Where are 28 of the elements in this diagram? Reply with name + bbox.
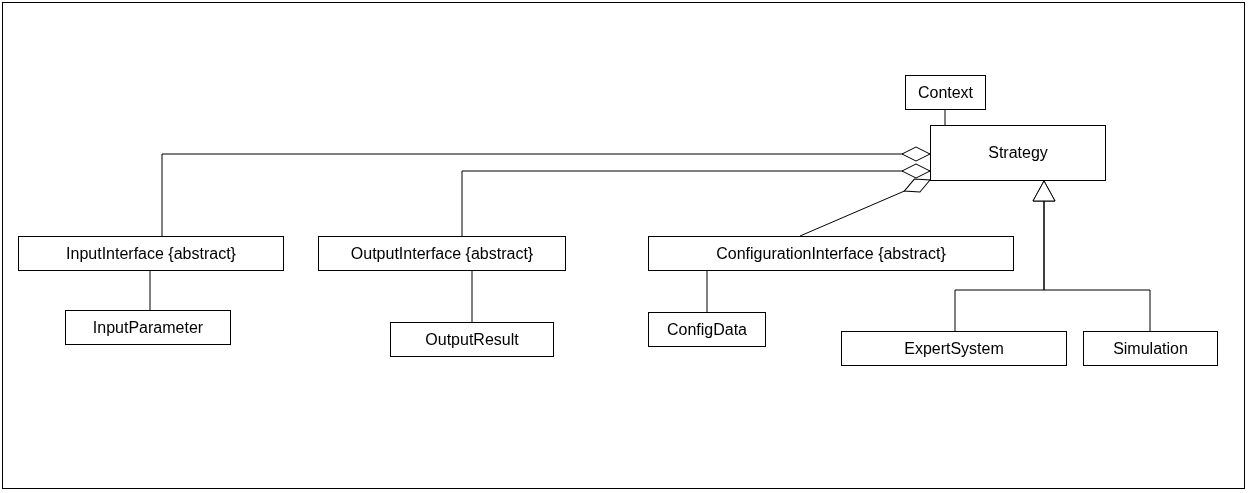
- class-box: [1083, 331, 1218, 366]
- class-name: OutputInterface {abstract}: [350, 244, 534, 263]
- class-name: Strategy: [988, 144, 1048, 162]
- association-line: [706, 270, 708, 313]
- class-name: InputInterface {abstract}: [66, 244, 236, 263]
- association-line: [149, 270, 151, 311]
- aggregation-line: [161, 146, 931, 237]
- class-name: OutputResult: [425, 330, 519, 349]
- class-name: ConfigData: [666, 320, 747, 339]
- class-box: [648, 312, 766, 347]
- class-box: [65, 310, 231, 345]
- class-box: [648, 236, 1014, 271]
- aggregation-line: [461, 163, 931, 237]
- aggregation-line: [799, 178, 931, 237]
- class-box: [390, 322, 554, 357]
- class-box: [18, 236, 284, 271]
- class-box: [905, 75, 986, 110]
- class-box: [318, 236, 566, 271]
- class-name: ConfigurationInterface {abstract}: [716, 244, 946, 263]
- class-name: Context: [917, 83, 974, 102]
- association-line: [471, 270, 473, 323]
- class-name: ExpertSystem: [904, 339, 1004, 358]
- class-box: [841, 331, 1067, 366]
- generalization-arrow: [1032, 180, 1151, 332]
- class-name: InputParameter: [92, 318, 204, 337]
- class-name: Simulation: [1113, 339, 1188, 358]
- class-box: [930, 125, 1106, 181]
- association-line: [944, 109, 946, 126]
